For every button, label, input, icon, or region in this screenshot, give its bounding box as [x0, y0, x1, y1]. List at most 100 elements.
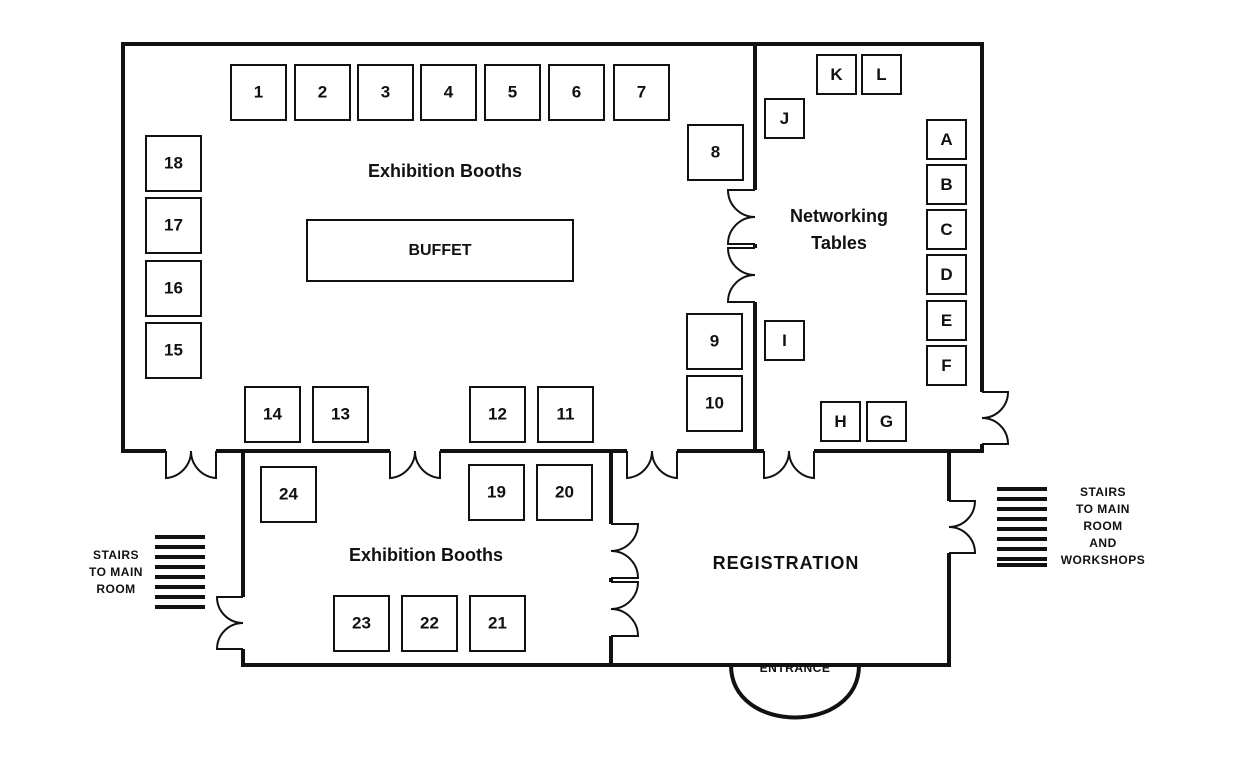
svg-text:22: 22 [420, 613, 439, 632]
booth-23[interactable]: 23 [333, 595, 390, 652]
stairs-right-label-1: STAIRS [1080, 485, 1126, 499]
door-lower-hall-to-registration-lower [608, 581, 640, 637]
door-registration-right [946, 500, 977, 554]
booth-18[interactable]: 18 [145, 135, 202, 192]
lower-hall-label: Exhibition Booths [349, 545, 503, 565]
door-main-to-networking-lower [726, 247, 758, 303]
booth-4[interactable]: 4 [420, 64, 477, 121]
entrance-bay [729, 664, 861, 720]
booth-19[interactable]: 19 [468, 464, 525, 521]
booth-13[interactable]: 13 [312, 386, 369, 443]
table-L[interactable]: L [861, 54, 902, 95]
svg-text:3: 3 [381, 82, 390, 101]
door-lower-hall-left [215, 596, 246, 650]
svg-text:A: A [940, 130, 952, 149]
table-C[interactable]: C [926, 209, 967, 250]
svg-text:14: 14 [263, 404, 282, 423]
stairs-left-label-1: STAIRS [93, 548, 139, 562]
stairs-left-icon [155, 535, 205, 609]
svg-text:1: 1 [254, 82, 263, 101]
door-main-to-networking-upper [726, 189, 758, 245]
booth-2[interactable]: 2 [294, 64, 351, 121]
booth-11[interactable]: 11 [537, 386, 594, 443]
booth-16[interactable]: 16 [145, 260, 202, 317]
svg-text:11: 11 [557, 404, 575, 423]
table-G[interactable]: G [866, 401, 907, 442]
buffet-table[interactable] [306, 219, 574, 282]
booth-7[interactable]: 7 [613, 64, 670, 121]
svg-text:23: 23 [352, 613, 371, 632]
buffet-label: BUFFET [408, 242, 471, 259]
entrance-label: ENTRANCE [760, 661, 831, 675]
table-A[interactable]: A [926, 119, 967, 160]
booth-21[interactable]: 21 [469, 595, 526, 652]
svg-text:2: 2 [318, 82, 327, 101]
svg-text:24: 24 [279, 484, 298, 503]
table-H[interactable]: H [820, 401, 861, 442]
svg-text:21: 21 [488, 613, 507, 632]
booth-1[interactable]: 1 [230, 64, 287, 121]
svg-text:D: D [940, 265, 952, 284]
svg-text:H: H [834, 412, 846, 431]
svg-text:L: L [876, 65, 886, 84]
main-hall-label: Exhibition Booths [368, 161, 522, 181]
svg-text:13: 13 [331, 404, 350, 423]
stairs-right-label-3: ROOM [1083, 519, 1122, 533]
svg-text:9: 9 [710, 331, 719, 350]
stairs-right-icon [997, 487, 1047, 567]
networking-label-line1: Networking [790, 206, 888, 226]
booth-10[interactable]: 10 [686, 375, 743, 432]
booth-24[interactable]: 24 [260, 466, 317, 523]
svg-text:I: I [782, 331, 787, 350]
svg-text:F: F [941, 356, 951, 375]
svg-text:7: 7 [637, 82, 646, 101]
booth-22[interactable]: 22 [401, 595, 458, 652]
svg-text:19: 19 [487, 482, 506, 501]
networking-label-line2: Tables [811, 233, 867, 253]
table-K[interactable]: K [816, 54, 857, 95]
svg-text:J: J [780, 109, 789, 128]
booth-3[interactable]: 3 [357, 64, 414, 121]
door-main-hall-to-lower-hall [389, 448, 441, 480]
door-networking-to-registration [763, 448, 815, 480]
stairs-right-label-4: AND [1089, 536, 1117, 550]
booth-8[interactable]: 8 [687, 124, 744, 181]
table-J[interactable]: J [764, 98, 805, 139]
table-B[interactable]: B [926, 164, 967, 205]
stairs-right-label-2: TO MAIN [1076, 502, 1130, 516]
svg-text:C: C [940, 220, 952, 239]
door-main-hall-to-registration [626, 448, 678, 480]
svg-text:4: 4 [444, 82, 454, 101]
table-E[interactable]: E [926, 300, 967, 341]
svg-text:B: B [940, 175, 952, 194]
booth-5[interactable]: 5 [484, 64, 541, 121]
svg-text:10: 10 [705, 393, 724, 412]
stairs-left-label-3: ROOM [96, 582, 135, 596]
registration-label: REGISTRATION [713, 553, 860, 573]
svg-text:17: 17 [164, 215, 183, 234]
booth-20[interactable]: 20 [536, 464, 593, 521]
svg-text:20: 20 [555, 482, 574, 501]
booth-9[interactable]: 9 [686, 313, 743, 370]
svg-text:G: G [880, 412, 893, 431]
svg-text:8: 8 [711, 142, 720, 161]
door-networking-exterior [979, 391, 1010, 445]
svg-text:18: 18 [164, 153, 183, 172]
booth-12[interactable]: 12 [469, 386, 526, 443]
booth-15[interactable]: 15 [145, 322, 202, 379]
svg-text:6: 6 [572, 82, 581, 101]
booth-14[interactable]: 14 [244, 386, 301, 443]
stairs-left-label-2: TO MAIN [89, 565, 143, 579]
booth-6[interactable]: 6 [548, 64, 605, 121]
svg-text:E: E [941, 311, 952, 330]
table-F[interactable]: F [926, 345, 967, 386]
svg-text:12: 12 [488, 404, 507, 423]
table-I[interactable]: I [764, 320, 805, 361]
door-lower-hall-to-registration-upper [608, 523, 640, 579]
svg-text:K: K [830, 65, 843, 84]
svg-text:16: 16 [164, 278, 183, 297]
stairs-right-label-5: WORKSHOPS [1061, 553, 1146, 567]
booth-17[interactable]: 17 [145, 197, 202, 254]
table-D[interactable]: D [926, 254, 967, 295]
